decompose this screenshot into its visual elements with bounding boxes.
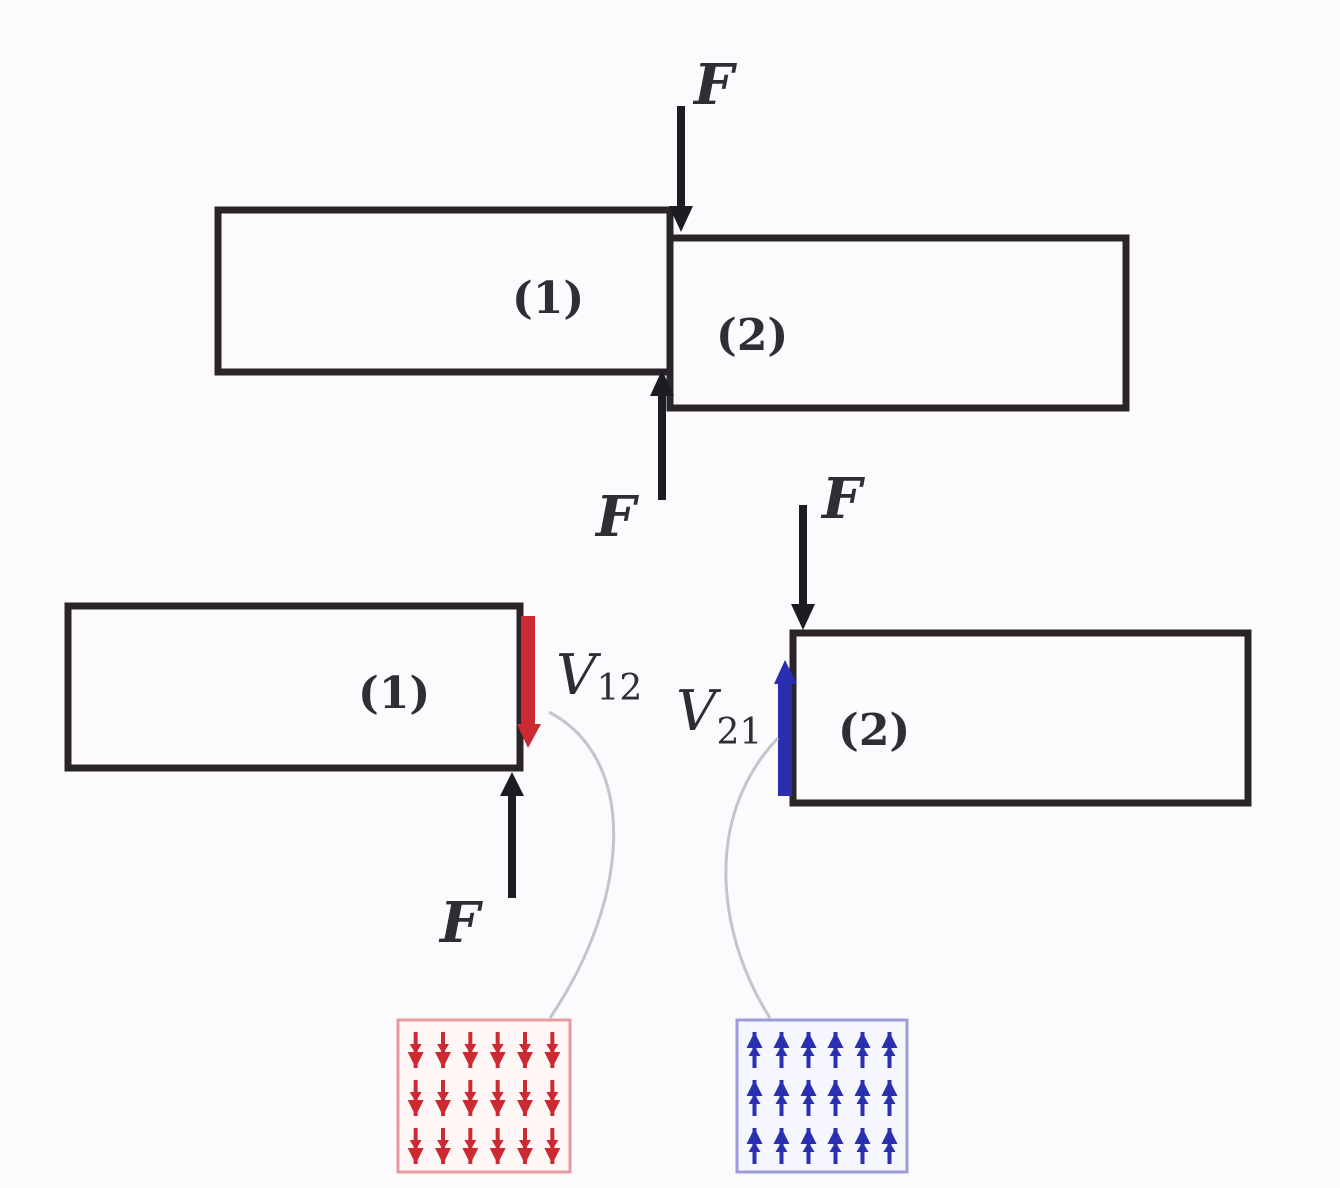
left-force-up-label: F [438, 890, 484, 956]
inset-red-arrow [407, 1128, 424, 1164]
inset-blue-arrow [746, 1128, 763, 1164]
left-block-1-label: (1) [358, 668, 430, 719]
inset-blue-arrows [746, 1032, 898, 1164]
inset-red-arrow [462, 1032, 479, 1068]
left-force-up-arrow [500, 772, 524, 898]
inset-red-arrow [517, 1032, 533, 1068]
inset-red-arrow [517, 1128, 533, 1164]
shear-v12-symbol: V [556, 643, 602, 708]
inset-blue-arrow [854, 1032, 871, 1068]
shear-v21-symbol: V [676, 679, 722, 744]
callout-line-red [548, 710, 616, 1019]
inset-blue-arrow [746, 1032, 763, 1068]
inset-red-arrow [435, 1128, 451, 1164]
inset-red-arrow [435, 1032, 451, 1068]
shear-v21-subscript: 21 [716, 712, 762, 753]
inset-red-arrow [489, 1128, 506, 1164]
inset-red-arrow [489, 1032, 506, 1068]
top-block-2-label: (2) [716, 310, 788, 361]
callout-line-blue [724, 736, 780, 1019]
top-force-down-label: F [692, 52, 738, 118]
inset-red-frame [396, 1018, 572, 1174]
inset-red [396, 1018, 572, 1174]
inset-blue-arrow [800, 1128, 817, 1164]
right-block-2 [789, 629, 1252, 807]
right-force-down-arrow [791, 505, 815, 630]
inset-red-arrows [407, 1032, 561, 1164]
shear-v21-label: V21 [676, 679, 762, 753]
shear-v21-arrow [774, 660, 797, 796]
inset-red-arrow [407, 1080, 424, 1116]
inset-blue-arrow [800, 1032, 817, 1068]
top-block-1 [214, 206, 674, 376]
inset-blue-arrow [746, 1080, 763, 1116]
inset-red-arrow [462, 1080, 479, 1116]
top-block-1-label: (1) [512, 273, 584, 324]
inset-red-arrow [544, 1128, 561, 1164]
shear-v12-arrow [517, 616, 541, 748]
inset-blue-arrow [827, 1032, 844, 1068]
inset-blue-arrow [854, 1080, 871, 1116]
inset-blue-frame [735, 1018, 909, 1174]
shear-v12-subscript: 12 [596, 668, 642, 709]
inset-blue-arrow [773, 1032, 790, 1068]
shear-v12-label: V12 [556, 643, 642, 709]
inset-red-arrow [544, 1080, 561, 1116]
inset-red-arrow [489, 1080, 506, 1116]
right-force-down-label: F [820, 466, 866, 532]
left-block-1 [64, 602, 524, 772]
inset-red-arrow [517, 1080, 533, 1116]
inset-blue-arrow [773, 1128, 790, 1164]
top-force-up-label: F [594, 484, 640, 550]
top-force-up-arrow [650, 370, 674, 500]
inset-blue-arrow [773, 1080, 790, 1116]
inset-blue-arrow [800, 1080, 817, 1116]
inset-blue-arrow [881, 1080, 898, 1116]
right-block-2-label: (2) [838, 705, 910, 756]
inset-blue-arrow [827, 1080, 844, 1116]
inset-blue-arrow [854, 1128, 871, 1164]
top-force-down-arrow [669, 106, 693, 232]
inset-red-arrow [435, 1080, 451, 1116]
inset-red-arrow [544, 1032, 561, 1068]
top-block-2 [666, 234, 1130, 412]
inset-blue-arrow [881, 1128, 898, 1164]
inset-blue-arrow [881, 1032, 898, 1068]
inset-blue-arrow [827, 1128, 844, 1164]
inset-red-arrow [462, 1128, 479, 1164]
inset-red-arrow [407, 1032, 424, 1068]
inset-blue [735, 1018, 909, 1174]
